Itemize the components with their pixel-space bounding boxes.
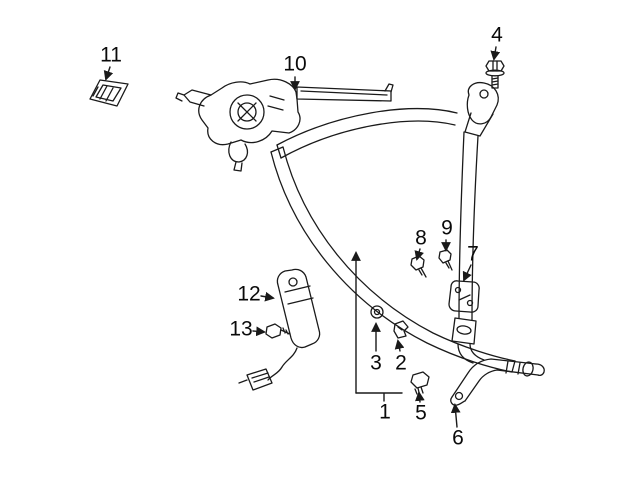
screw-13-drawing: [265, 323, 291, 339]
callout-9: 9: [441, 216, 453, 240]
callout-6: 6: [452, 426, 464, 450]
callout-8: 8: [415, 226, 427, 250]
callout-13: 13: [229, 317, 253, 341]
cover-11-drawing: [89, 79, 129, 107]
plate-7-drawing: [448, 280, 480, 313]
screw-9-drawing: [438, 249, 453, 271]
shoulder-belt-drawing: [451, 81, 499, 364]
leader-7: [462, 264, 472, 282]
screw-8-drawing: [410, 255, 427, 278]
leader-6: [450, 403, 461, 428]
callout-10: 10: [283, 52, 307, 76]
callout-7: 7: [467, 242, 479, 266]
leader-2: [394, 339, 405, 352]
callout-2: 2: [395, 351, 407, 375]
buckle-12-drawing: [238, 268, 321, 391]
callout-11: 11: [100, 43, 122, 67]
retractor-10-drawing: [175, 78, 394, 172]
callout-1: 1: [379, 400, 391, 424]
clip-2-drawing: [393, 320, 409, 339]
lap-belt-drawing: [270, 108, 516, 373]
leader-1-bracket: [355, 392, 403, 402]
callout-4: 4: [491, 23, 503, 47]
leader-13: [252, 326, 266, 337]
leader-11: [103, 66, 114, 81]
leader-12: [260, 291, 275, 302]
callout-5: 5: [415, 401, 427, 425]
callout-12: 12: [237, 282, 261, 306]
callout-arrows: [103, 46, 501, 428]
leader-8: [414, 248, 424, 261]
grommet-3-drawing: [370, 305, 384, 319]
bolt-4-drawing: [485, 60, 505, 89]
bolt-5-drawing: [410, 371, 430, 398]
callout-3: 3: [370, 351, 382, 375]
leader-5: [414, 391, 425, 403]
leader-4: [490, 46, 501, 61]
anchor-6-drawing: [450, 358, 545, 406]
